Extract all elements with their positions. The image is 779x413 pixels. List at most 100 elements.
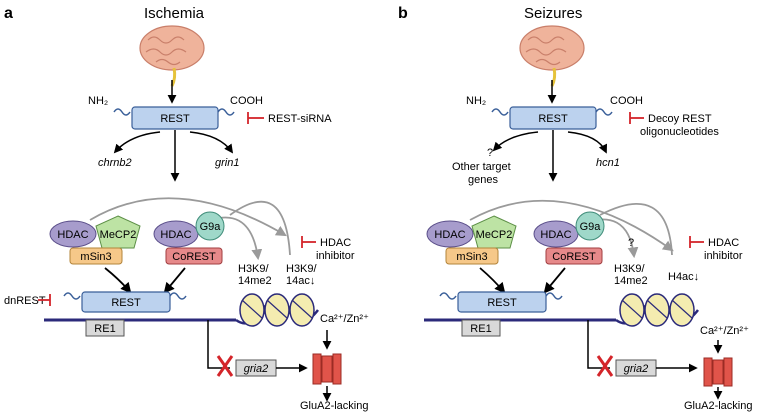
rest-sirna-label: REST-siRNA (268, 113, 332, 125)
panel-a: a Ischemia NH₂ REST COOH REST-siRNA chrn… (4, 5, 369, 412)
mecp2-label: MeCP2 (100, 229, 137, 241)
corest-label: CoREST (172, 251, 216, 263)
mecp2-label: MeCP2 (476, 229, 513, 241)
arrow-chrnb2 (113, 131, 161, 154)
panel-b-title: Seizures (524, 5, 582, 22)
c-terminus-squiggle (595, 108, 613, 116)
target-chrnb2: chrnb2 (98, 157, 132, 169)
mark-h3k9-me2-line1: H3K9/ (238, 263, 270, 275)
mark-h3k9-me2-line2: 14me2 (238, 275, 272, 287)
ions-label: Ca²⁺/Zn²⁺ (320, 313, 369, 325)
mark-h3k9-ac-line2: 14ac↓ (286, 275, 315, 287)
c-terminus-squiggle (217, 108, 235, 116)
promoter-line (587, 320, 610, 369)
msin3-node (69, 247, 123, 265)
mark-h3k9-me2-line2: 14me2 (614, 275, 648, 287)
nucleosomes (619, 293, 695, 327)
bound-rest-n-squiggle (63, 292, 81, 300)
rest-protein-label: REST (160, 113, 190, 125)
brain-icon (519, 25, 585, 87)
target-grin1: grin1 (215, 157, 239, 169)
dnrest-label: dnREST (4, 295, 46, 307)
re1-box (85, 319, 125, 337)
hdac-node-1 (426, 220, 474, 248)
corest-label: CoREST (552, 251, 596, 263)
other-targets-line2: genes (468, 174, 498, 186)
re1-box (461, 319, 501, 337)
panel-b: b Seizures NH₂ REST COOH Decoy REST olig… (398, 5, 752, 412)
complex2-to-rest-arrow (543, 267, 566, 294)
g9a-label: G9a (580, 221, 602, 233)
block-x-icon (596, 355, 614, 377)
ampar-receptor-icon (312, 353, 342, 385)
gria2-label: gria2 (244, 363, 268, 375)
ampar-receptor-icon (703, 357, 733, 387)
bound-rest-label: REST (487, 297, 517, 309)
g9a-label: G9a (200, 221, 222, 233)
mark-h3k9-ac-line1: H3K9/ (286, 263, 318, 275)
mecp2-to-acetylation-arc (89, 197, 287, 237)
cooh-label: COOH (610, 95, 643, 107)
decoy-label-1: Decoy REST (648, 113, 712, 125)
hdac-inhibitor-label-2: inhibitor (316, 250, 355, 262)
nh2-label: NH₂ (466, 95, 486, 107)
g9a-node (575, 211, 605, 241)
complex1-to-rest-arrow (479, 267, 506, 294)
rest-protein-box (131, 106, 219, 130)
gria2-label: gria2 (624, 363, 648, 375)
n-terminus-squiggle (113, 108, 131, 116)
hdac-label-1: HDAC (57, 229, 88, 241)
nucleosomes (239, 293, 315, 327)
bound-rest-n-squiggle (439, 292, 457, 300)
panel-a-title: Ischemia (144, 5, 205, 22)
hdac-label-2: HDAC (160, 229, 191, 241)
msin3-label: mSin3 (456, 251, 487, 263)
n-terminus-squiggle (491, 108, 509, 116)
output-label-1: GluA2-lacking (300, 400, 368, 412)
arrow-hcn1 (567, 131, 608, 154)
bound-rest-label: REST (111, 297, 141, 309)
re1-label: RE1 (470, 323, 491, 335)
mark-h4ac: H4ac↓ (668, 271, 699, 283)
bound-rest-c-squiggle (545, 292, 563, 300)
arrow-other-targets (492, 131, 539, 152)
output-label-1: GluA2-lacking (684, 400, 752, 412)
other-targets-q: ? (487, 147, 493, 159)
mark-h3k9-me2-line1: H3K9/ (614, 263, 646, 275)
hdac-inhibitor-label-1: HDAC (320, 237, 351, 249)
hdac-label-1: HDAC (434, 229, 465, 241)
rest-protein-box (509, 106, 597, 130)
msin3-label: mSin3 (80, 251, 111, 263)
panel-a-letter: a (4, 5, 13, 22)
corest-node (165, 247, 223, 265)
complex2-to-rest-arrow (163, 267, 186, 294)
bound-rest-box (457, 291, 547, 313)
re1-label: RE1 (94, 323, 115, 335)
corest-to-acetylation-arc (229, 200, 291, 256)
ions-label: Ca²⁺/Zn²⁺ (700, 325, 749, 337)
bound-rest-c-squiggle (169, 292, 187, 300)
corest-node (545, 247, 603, 265)
promoter-line (207, 320, 230, 369)
decoy-label-2: oligonucleotides (640, 126, 719, 138)
msin3-node (445, 247, 499, 265)
cooh-label: COOH (230, 95, 263, 107)
hdac-label-2: HDAC (540, 229, 571, 241)
brain-icon (139, 25, 205, 87)
other-targets-line1: Other target (452, 161, 511, 173)
target-hcn1: hcn1 (596, 157, 620, 169)
hdac-inhibitor-label-1: HDAC (708, 237, 739, 249)
corest-to-acetylation-arc (599, 202, 673, 256)
bound-rest-box (81, 291, 171, 313)
arrow-grin1 (189, 131, 234, 154)
g9a-node (195, 211, 225, 241)
block-x-icon (216, 355, 234, 377)
hdac-node-1 (49, 220, 97, 248)
panel-b-letter: b (398, 5, 408, 22)
hdac-inhibitor-label-2: inhibitor (704, 250, 743, 262)
nh2-label: NH₂ (88, 95, 108, 107)
rest-protein-label: REST (538, 113, 568, 125)
methylation-question: ? (628, 237, 634, 249)
